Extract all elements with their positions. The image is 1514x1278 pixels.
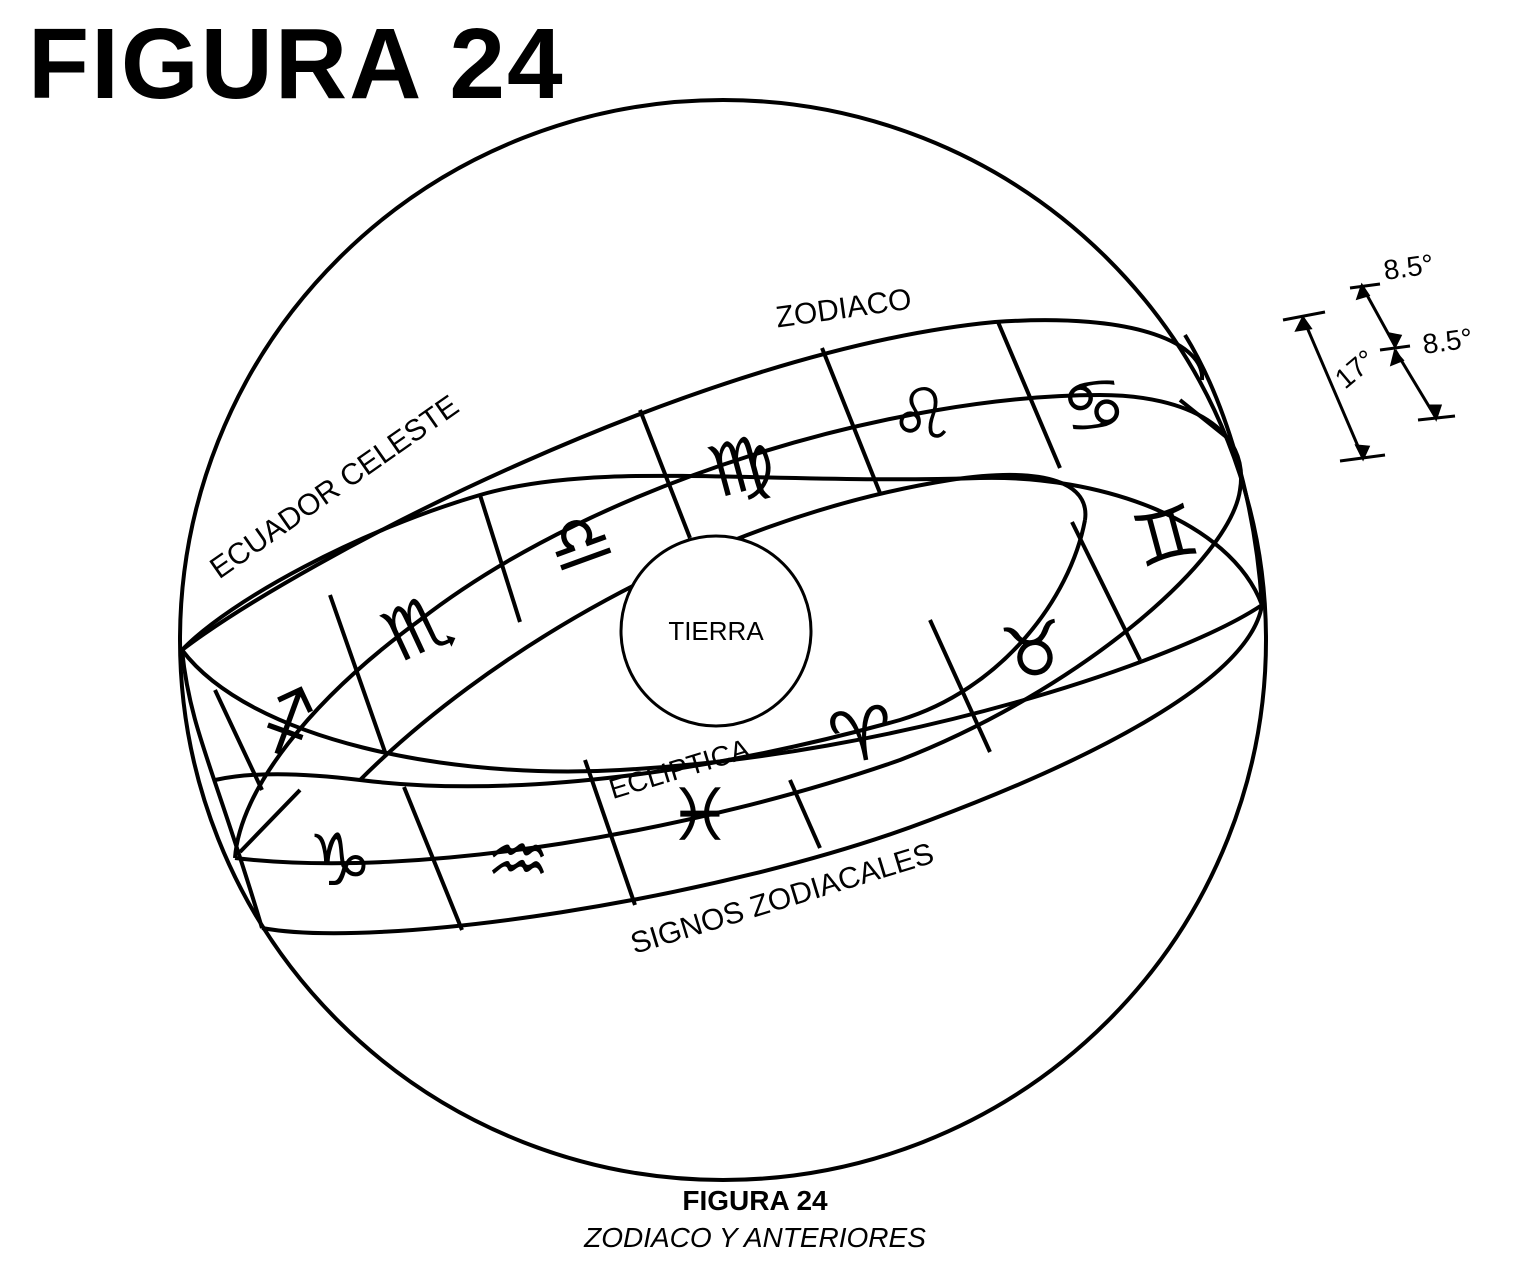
earth-circle (619, 534, 813, 728)
measure-bottom-label: 8.5° (1421, 322, 1475, 360)
band-width-measure (1282, 282, 1456, 463)
zodiac-band-lower-edge (261, 604, 1264, 936)
leo-icon: ♌ (882, 368, 960, 462)
scorpio-icon: ♏ (370, 576, 464, 679)
pisces-icon: ♓ (668, 773, 733, 857)
sagittarius-icon: ♐ (242, 671, 336, 774)
celestial-equator-line (180, 473, 1265, 774)
figure-caption-subtitle: ZODIACO Y ANTERIORES (584, 1222, 926, 1253)
zodiac-band-inner-line (358, 472, 1088, 782)
capricorn-icon: ♑ (308, 818, 373, 902)
measure-top-label: 8.5° (1382, 248, 1436, 286)
zodiac-band-left-edge (180, 649, 264, 929)
libra-icon: ♎ (535, 491, 624, 592)
taurus-icon: ♉ (995, 603, 1073, 697)
aries-icon: ♈ (823, 688, 901, 782)
zodiac-label: ZODIACO (774, 283, 914, 335)
figure-caption-number: FIGURA 24 (682, 1185, 828, 1216)
cancer-icon: ♋ (1055, 358, 1133, 452)
aquarius-icon: ♒ (486, 818, 551, 902)
gemini-icon: ♊ (1123, 487, 1207, 585)
zodiac-band-inner-line-lower (214, 519, 1087, 789)
earth-label: TIERRA (668, 616, 764, 646)
celestial-sphere (178, 98, 1268, 1182)
measure-total-label: 17° (1329, 344, 1381, 395)
zodiac-segment-dividers (213, 321, 1232, 931)
zodiac-band-upper-edge (180, 318, 1205, 652)
virgo-icon: ♍ (699, 417, 783, 515)
page-title: FIGURA 24 (28, 8, 565, 120)
